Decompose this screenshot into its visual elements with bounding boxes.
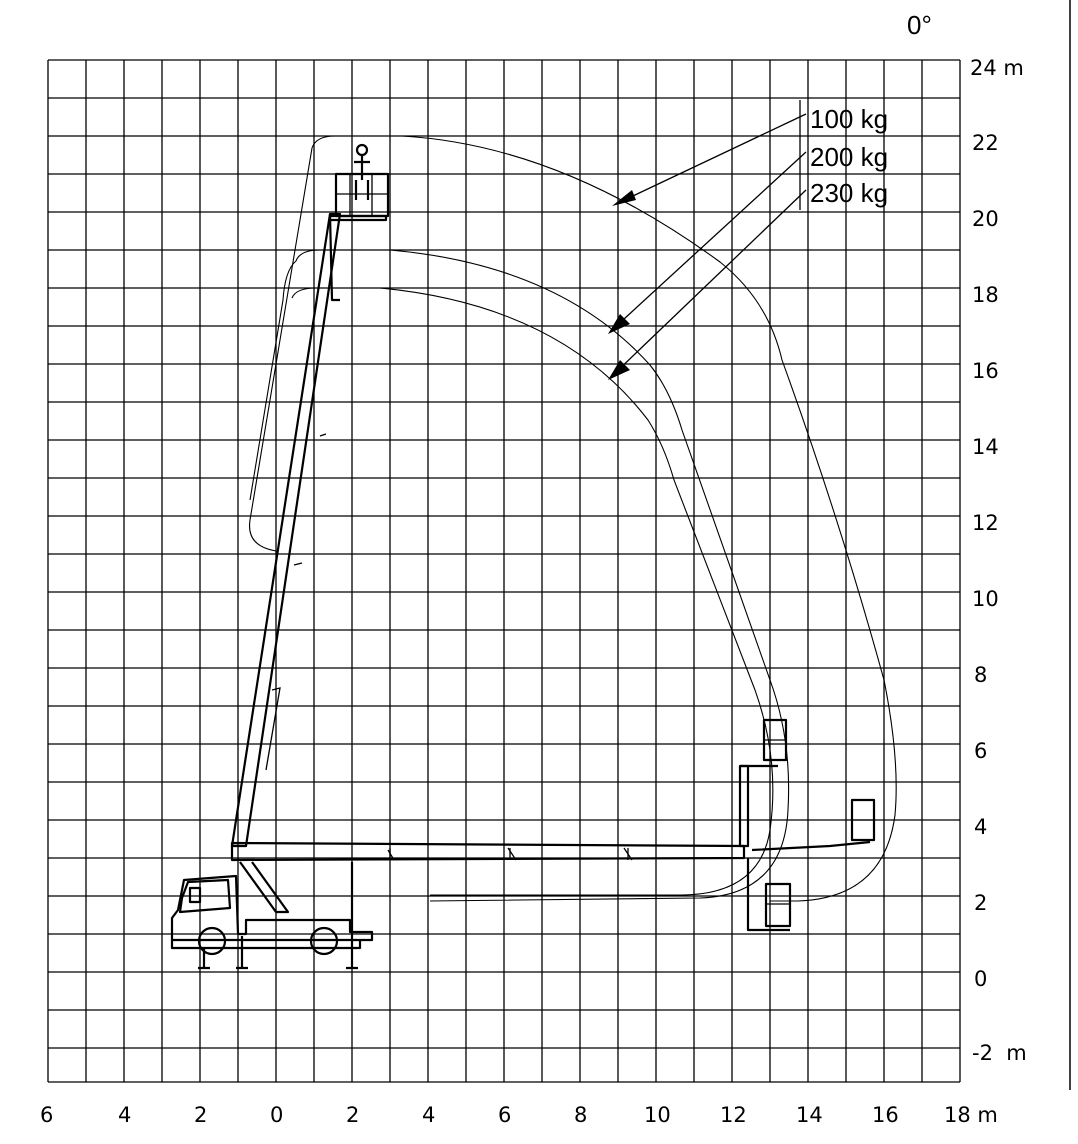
- right-axis-label: 22: [972, 131, 999, 155]
- bottom-axis-label: 6: [498, 1103, 511, 1127]
- bottom-axis-label: 16: [872, 1103, 899, 1127]
- right-axis-label: 0: [974, 967, 987, 991]
- bottom-axis-label: 4: [422, 1103, 435, 1127]
- load-label-230: 230 kg: [810, 178, 888, 208]
- right-axis-label: 8: [974, 663, 987, 687]
- bottom-axis-label: 2: [194, 1103, 207, 1127]
- envelope-100kg: [248, 135, 897, 902]
- right-axis-label: 20: [972, 207, 999, 231]
- bottom-axis-label: 6: [40, 1103, 53, 1127]
- right-axis-label: 12: [972, 511, 999, 535]
- boom-vertical: [230, 212, 388, 848]
- right-axis-label: 18: [972, 283, 999, 307]
- boom-horizontal: [230, 841, 746, 862]
- right-axis-label: 6: [974, 739, 987, 763]
- envelope-100kg-left: [249, 260, 297, 501]
- load-labels: 100 kg 200 kg 230 kg: [608, 100, 888, 380]
- right-axis-label: 14: [972, 435, 999, 459]
- rear-wheel: [309, 926, 339, 956]
- truck: [170, 861, 374, 970]
- bottom-axis-label: 12: [720, 1103, 747, 1127]
- bottom-axis-label: 8: [574, 1103, 587, 1127]
- right-axis-label: 2: [974, 891, 987, 915]
- angle-label: 0°: [907, 10, 932, 40]
- bottom-axis-label: 4: [118, 1103, 131, 1127]
- right-axis-label: 10: [972, 587, 999, 611]
- right-axis-label: -2 m: [972, 1041, 1027, 1065]
- grid: [47, 59, 961, 1083]
- right-axis-label: 16: [972, 359, 999, 383]
- bottom-axis-label: 0: [270, 1103, 283, 1127]
- end-baskets: [738, 718, 876, 932]
- load-label-200: 200 kg: [810, 142, 888, 172]
- right-axis-label: 24 m: [970, 56, 1024, 80]
- bottom-axis-label: 2: [346, 1103, 359, 1127]
- bottom-axis: 6 4 2 0 2 4 6 8 10 12 14 16 18 m: [40, 1103, 998, 1127]
- right-axis-label: 4: [974, 815, 987, 839]
- front-wheel: [197, 926, 227, 956]
- working-envelopes: [248, 135, 897, 902]
- upper-basket: [334, 143, 390, 218]
- bottom-axis-label: 14: [796, 1103, 823, 1127]
- load-label-100: 100 kg: [810, 104, 888, 134]
- envelope-200kg: [295, 249, 790, 902]
- bottom-axis-label: 10: [644, 1103, 671, 1127]
- bottom-axis-label: 18 m: [944, 1103, 998, 1127]
- right-axis: 24 m 22 20 18 16 14 12 10 8 6 4 2 0 -2 m: [970, 56, 1027, 1065]
